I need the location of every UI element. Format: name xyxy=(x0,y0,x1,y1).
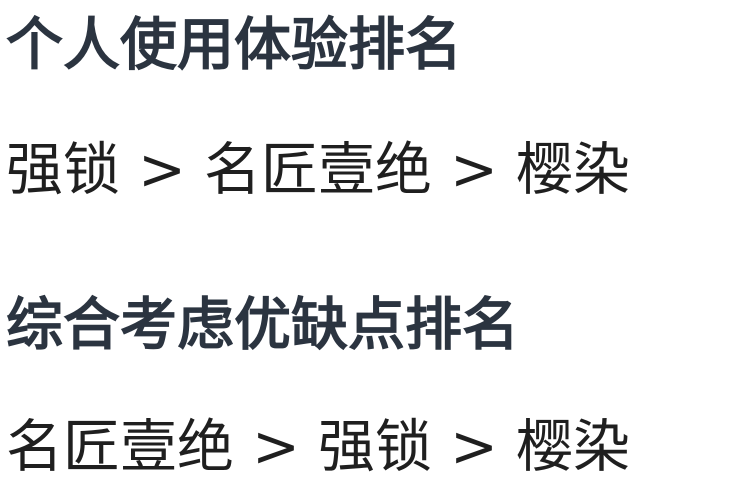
personal-experience-ranking-heading: 个人使用体验排名 xyxy=(6,12,462,78)
overall-ranking-text: 名匠壹绝 > 强锁 > 樱染 xyxy=(6,414,630,480)
overall-ranking-heading: 综合考虑优缺点排名 xyxy=(6,292,519,358)
personal-experience-ranking-text: 强锁 > 名匠壹绝 > 樱染 xyxy=(6,137,630,203)
